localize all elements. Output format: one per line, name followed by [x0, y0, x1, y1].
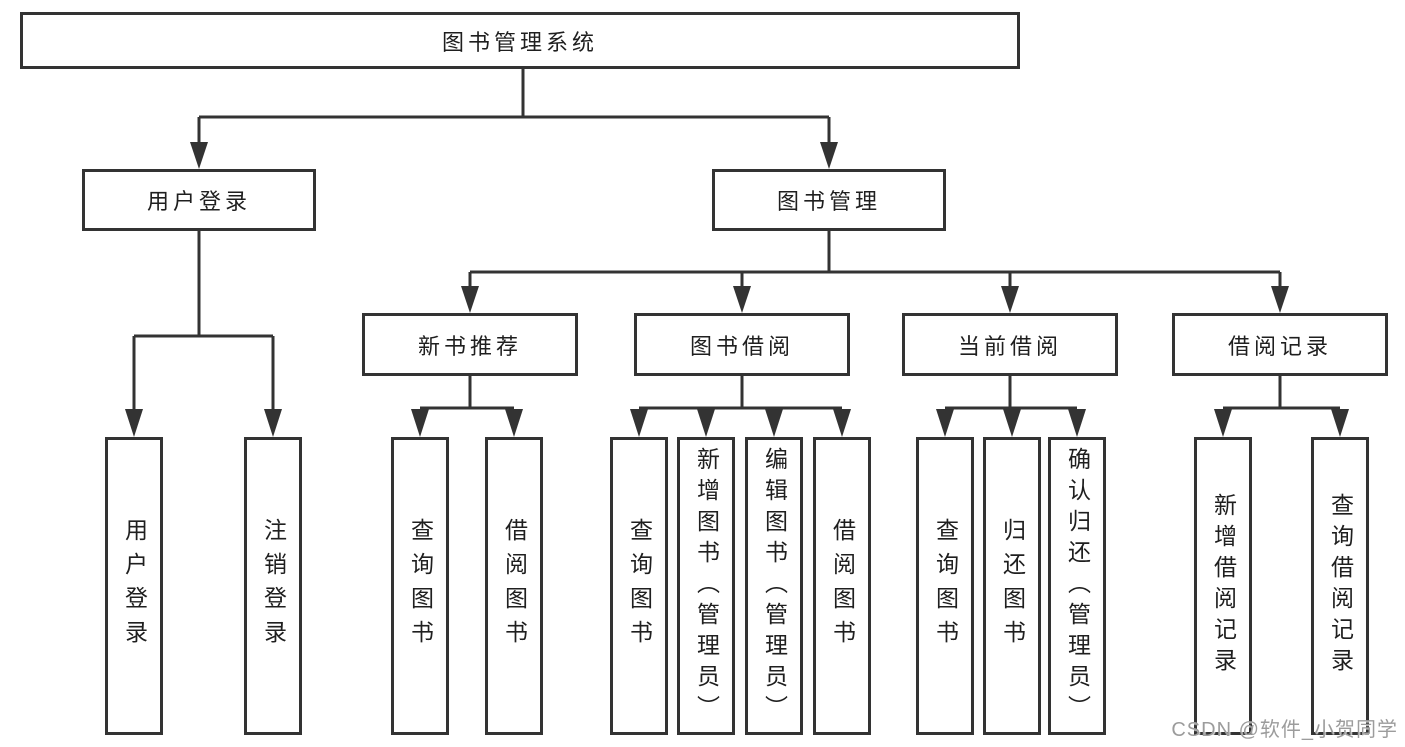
leaf-query-book-2: 查询图书	[610, 437, 668, 735]
node-label: 图书借阅	[689, 333, 794, 359]
leaf-confirm-return-admin: 确认归还（管理员）	[1048, 437, 1106, 735]
leaf-label: 确认归还（管理员）	[1064, 446, 1091, 726]
csdn-watermark: CSDN @软件_小贺同学	[1171, 719, 1398, 741]
leaf-label: 编辑图书（管理员）	[761, 446, 788, 726]
node-library-management-system: 图书管理系统	[20, 12, 1020, 69]
leaf-user-login: 用户登录	[105, 437, 163, 735]
node-user-login: 用户登录	[82, 169, 316, 231]
leaf-label: 新增借阅记录	[1210, 493, 1237, 679]
node-label: 图书管理系统	[441, 29, 598, 55]
leaf-logout: 注销登录	[244, 437, 302, 735]
leaf-label: 借阅图书	[501, 518, 528, 654]
leaf-label: 查询图书	[932, 518, 959, 654]
node-book-management: 图书管理	[712, 169, 946, 231]
leaf-label: 新增图书（管理员）	[693, 446, 720, 726]
node-borrow-record: 借阅记录	[1172, 313, 1388, 376]
leaf-query-book-3: 查询图书	[916, 437, 974, 735]
leaf-edit-book-admin: 编辑图书（管理员）	[745, 437, 803, 735]
node-label: 用户登录	[146, 189, 251, 214]
node-book-borrow: 图书借阅	[634, 313, 850, 376]
leaf-label: 查询图书	[407, 518, 434, 654]
leaf-query-borrow-record: 查询借阅记录	[1311, 437, 1369, 735]
node-label: 图书管理	[776, 189, 881, 214]
node-label: 当前借阅	[957, 333, 1062, 359]
node-label: 新书推荐	[417, 333, 522, 359]
leaf-return-book: 归还图书	[983, 437, 1041, 735]
leaf-query-book-1: 查询图书	[391, 437, 449, 735]
leaf-label: 归还图书	[999, 518, 1026, 654]
node-new-book-recommend: 新书推荐	[362, 313, 578, 376]
leaf-label: 用户登录	[121, 518, 148, 654]
node-label: 借阅记录	[1227, 333, 1332, 359]
leaf-label: 注销登录	[260, 518, 287, 654]
leaf-borrow-book-1: 借阅图书	[485, 437, 543, 735]
leaf-borrow-book-2: 借阅图书	[813, 437, 871, 735]
leaf-label: 借阅图书	[829, 518, 856, 654]
leaf-label: 查询图书	[626, 518, 653, 654]
leaf-add-borrow-record: 新增借阅记录	[1194, 437, 1252, 735]
node-current-borrow: 当前借阅	[902, 313, 1118, 376]
leaf-add-book-admin: 新增图书（管理员）	[677, 437, 735, 735]
leaf-label: 查询借阅记录	[1327, 493, 1354, 679]
